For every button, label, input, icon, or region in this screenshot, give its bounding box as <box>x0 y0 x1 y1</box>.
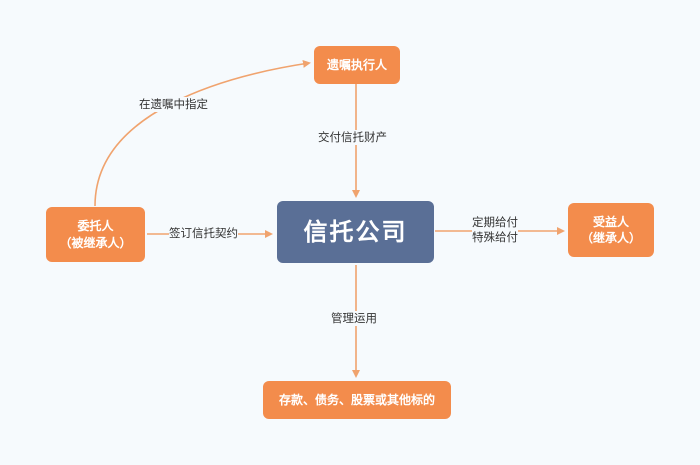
edge-label-settlor-to-executor: 在遗嘱中指定 <box>139 97 208 112</box>
edge-label-settlor-to-trust: 签订信托契约 <box>169 226 238 241</box>
beneficiary-label: 受益人 <box>592 214 629 229</box>
settlor-sublabel: （被继承人） <box>59 235 132 250</box>
edge-label-periodic-payment: 定期给付 <box>472 215 518 229</box>
edge-label-special-payment: 特殊给付 <box>472 229 518 244</box>
beneficiary-node: 受益人 （继承人） <box>568 203 654 257</box>
executor-node: 遗嘱执行人 <box>314 46 400 84</box>
edge-label-executor-to-trust: 交付信托财产 <box>318 130 387 145</box>
edge-label-trust-to-beneficiary: 定期给付 特殊给付 <box>472 215 518 245</box>
arrow-settlor-to-executor <box>94 59 311 207</box>
assets-label: 存款、债务、股票或其他标的 <box>278 392 435 407</box>
settlor-node: 委托人 （被继承人） <box>46 207 145 262</box>
trust-company-label: 信托公司 <box>303 217 408 246</box>
settlor-label: 委托人 <box>77 219 114 234</box>
assets-node: 存款、债务、股票或其他标的 <box>263 381 451 419</box>
beneficiary-sublabel: （继承人） <box>580 231 641 245</box>
trust-company-node: 信托公司 <box>277 201 434 263</box>
executor-label: 遗嘱执行人 <box>326 57 387 72</box>
edge-label-trust-to-assets: 管理运用 <box>331 311 377 326</box>
